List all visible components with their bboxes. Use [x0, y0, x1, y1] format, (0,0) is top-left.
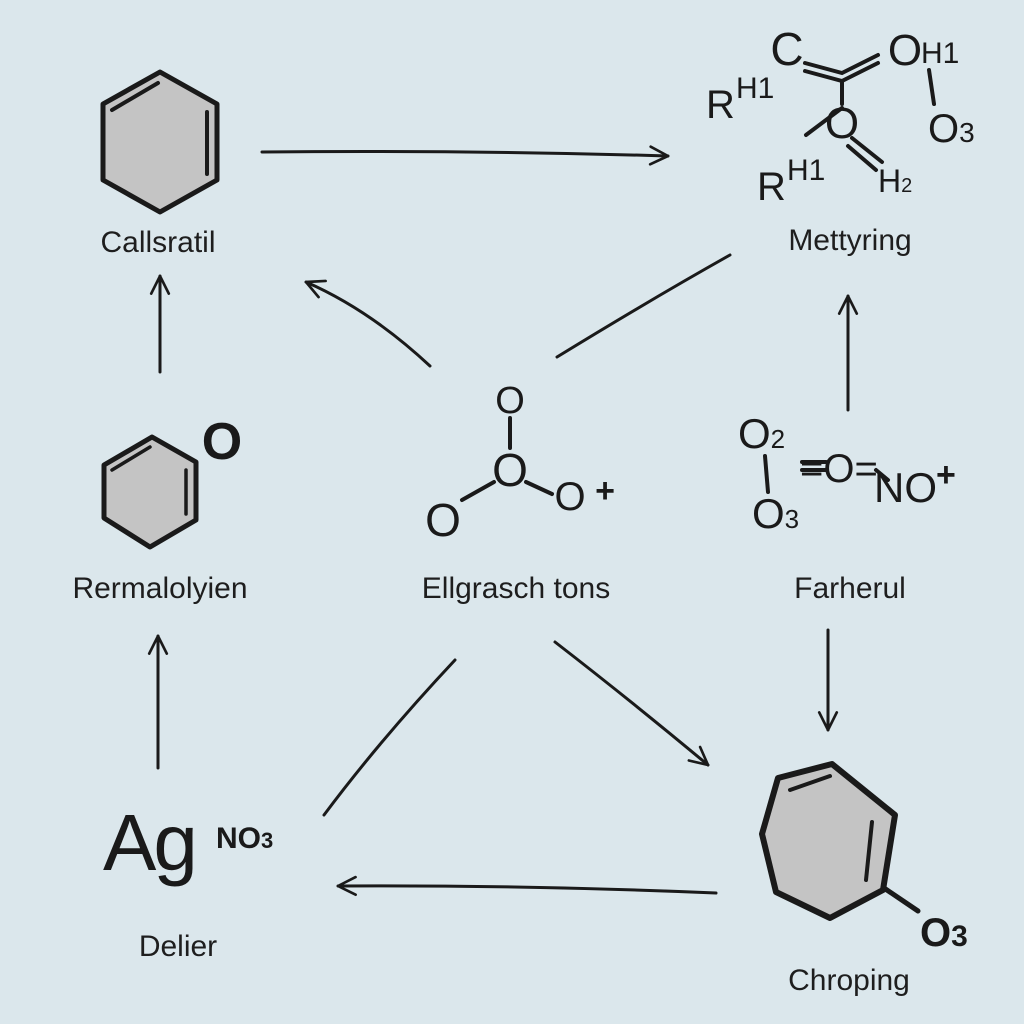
tr-atom-r2: R	[757, 165, 786, 209]
center-atom-top: O	[495, 380, 525, 422]
arrow-bottom-right-to-left	[336, 875, 718, 897]
node-label-top-left: Callsratil	[100, 226, 216, 259]
mr-atom-o2: O2	[738, 410, 785, 457]
mr-atom-no: NO	[874, 464, 937, 511]
element-ag-superscript: NO3	[216, 822, 273, 855]
element-ag: Ag	[103, 798, 195, 887]
arrow-top-right	[260, 145, 670, 166]
tr-atom-r1: R	[706, 83, 735, 127]
arrow-center-to-bottom-right	[553, 640, 710, 767]
node-label-middle-left: Rermalolyien	[72, 572, 248, 605]
hexagon-ring-top-left	[100, 69, 220, 215]
mr-chain: =O=	[800, 447, 878, 491]
center-atom-left: O	[425, 494, 461, 546]
mr-atom-o3: O3	[752, 490, 799, 537]
hexagon-ring-bottom-right	[759, 761, 921, 921]
center-atom-center: O	[492, 444, 528, 496]
hexagon-ring-middle-left	[101, 434, 199, 550]
structure-middle-right: O2 O3 =O= NO +	[738, 410, 956, 537]
atom-oxygen-middle-left: O	[202, 413, 242, 471]
atom-o3-bottom-right: O3	[920, 911, 968, 955]
line-center-to-bottom-left	[322, 658, 457, 817]
center-charge: +	[595, 472, 615, 510]
tr-atom-o-top: O	[888, 26, 922, 75]
node-label-bottom-left: Delier	[138, 930, 218, 963]
tr-atom-h2: H2	[878, 163, 912, 199]
center-molecule: O O O O +	[425, 380, 615, 546]
center-atom-right: O	[554, 475, 585, 519]
arrow-center-to-top-left	[304, 279, 432, 368]
tr-atom-o-mid: O	[825, 99, 859, 148]
node-label-top-right: Mettyring	[788, 224, 912, 257]
structure-top-right: C O H1 R H1 O O3 R H1 H2	[706, 23, 975, 209]
formula-agno3: Ag NO3	[103, 798, 273, 887]
tr-atom-h-r1: H1	[736, 72, 774, 105]
mr-charge: +	[936, 456, 956, 494]
line-center-to-top-right	[555, 253, 732, 359]
node-label-middle-right: Farherul	[794, 572, 906, 605]
tr-atom-h-top: H1	[921, 37, 959, 70]
tr-atom-o3: O3	[928, 107, 975, 151]
node-label-center: Ellgrasch tons	[421, 572, 611, 605]
tr-atom-h-r2: H1	[787, 154, 825, 187]
node-label-bottom-right: Chroping	[788, 964, 910, 997]
tr-atom-c: C	[770, 23, 803, 75]
